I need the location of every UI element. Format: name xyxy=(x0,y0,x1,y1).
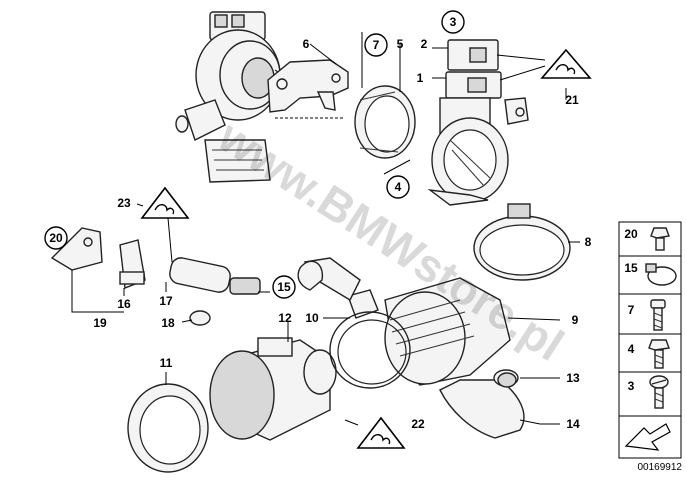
callout-circle-20 xyxy=(44,226,68,250)
callout-circle-3 xyxy=(441,10,465,34)
screw-7-icon xyxy=(650,299,666,331)
screw-3-icon xyxy=(649,375,669,409)
label-19: 19 xyxy=(93,316,107,330)
label-12: 12 xyxy=(278,311,292,325)
ring-part-11 xyxy=(127,383,209,473)
label-4: 4 xyxy=(395,180,402,194)
label-18: 18 xyxy=(161,316,175,330)
label-1: 1 xyxy=(417,71,424,85)
warning-triangle-22-icon xyxy=(356,416,406,449)
bolt-4-icon xyxy=(648,339,670,369)
air-mass-meter-part-12 xyxy=(209,337,337,441)
ring-part-5 xyxy=(354,85,416,159)
label-23: 23 xyxy=(117,196,131,210)
label-6: 6 xyxy=(303,37,310,51)
bracket-part-19 xyxy=(50,227,146,289)
parts-legend-panel: 20 15 7 4 3 xyxy=(618,221,682,459)
reference-number: 00169912 xyxy=(638,462,683,473)
legend-label-15: 15 xyxy=(624,261,638,275)
arrow-icon xyxy=(624,423,671,451)
throttle-housing-part-4 xyxy=(427,39,529,206)
callout-circle-7 xyxy=(364,33,388,57)
hose-part-15 xyxy=(297,260,324,291)
label-17: 17 xyxy=(159,294,173,308)
legend-label-4: 4 xyxy=(628,342,635,356)
label-5: 5 xyxy=(397,37,404,51)
callout-circle-15 xyxy=(272,275,296,299)
label-21: 21 xyxy=(565,93,579,107)
legend-label-7: 7 xyxy=(628,303,635,317)
label-15: 15 xyxy=(277,280,291,294)
label-16: 16 xyxy=(117,297,131,311)
label-2: 2 xyxy=(421,37,428,51)
label-8: 8 xyxy=(585,235,592,249)
bolt-part-13 xyxy=(497,372,517,388)
gasket-part-6 xyxy=(267,59,349,113)
warning-triangle-23-icon xyxy=(140,186,190,219)
legend-label-3: 3 xyxy=(628,379,635,393)
gasket-ring-part-10 xyxy=(329,311,411,389)
valve-part-17 xyxy=(169,257,261,326)
label-3: 3 xyxy=(450,15,457,29)
bolt-20-icon xyxy=(650,227,670,251)
label-7: 7 xyxy=(373,38,380,52)
label-11: 11 xyxy=(160,356,173,370)
callout-circle-4 xyxy=(386,175,410,199)
label-13: 13 xyxy=(566,371,580,385)
label-10: 10 xyxy=(305,311,319,325)
label-22: 22 xyxy=(411,417,425,431)
leader-lines xyxy=(71,32,580,426)
label-9: 9 xyxy=(572,313,579,327)
legend-label-20: 20 xyxy=(624,227,638,241)
label-20: 20 xyxy=(49,231,63,245)
label-14: 14 xyxy=(566,417,580,431)
hose-clamp-15-icon xyxy=(645,263,677,286)
warning-triangle-21-icon xyxy=(540,48,592,79)
clamp-part-8 xyxy=(473,203,571,281)
